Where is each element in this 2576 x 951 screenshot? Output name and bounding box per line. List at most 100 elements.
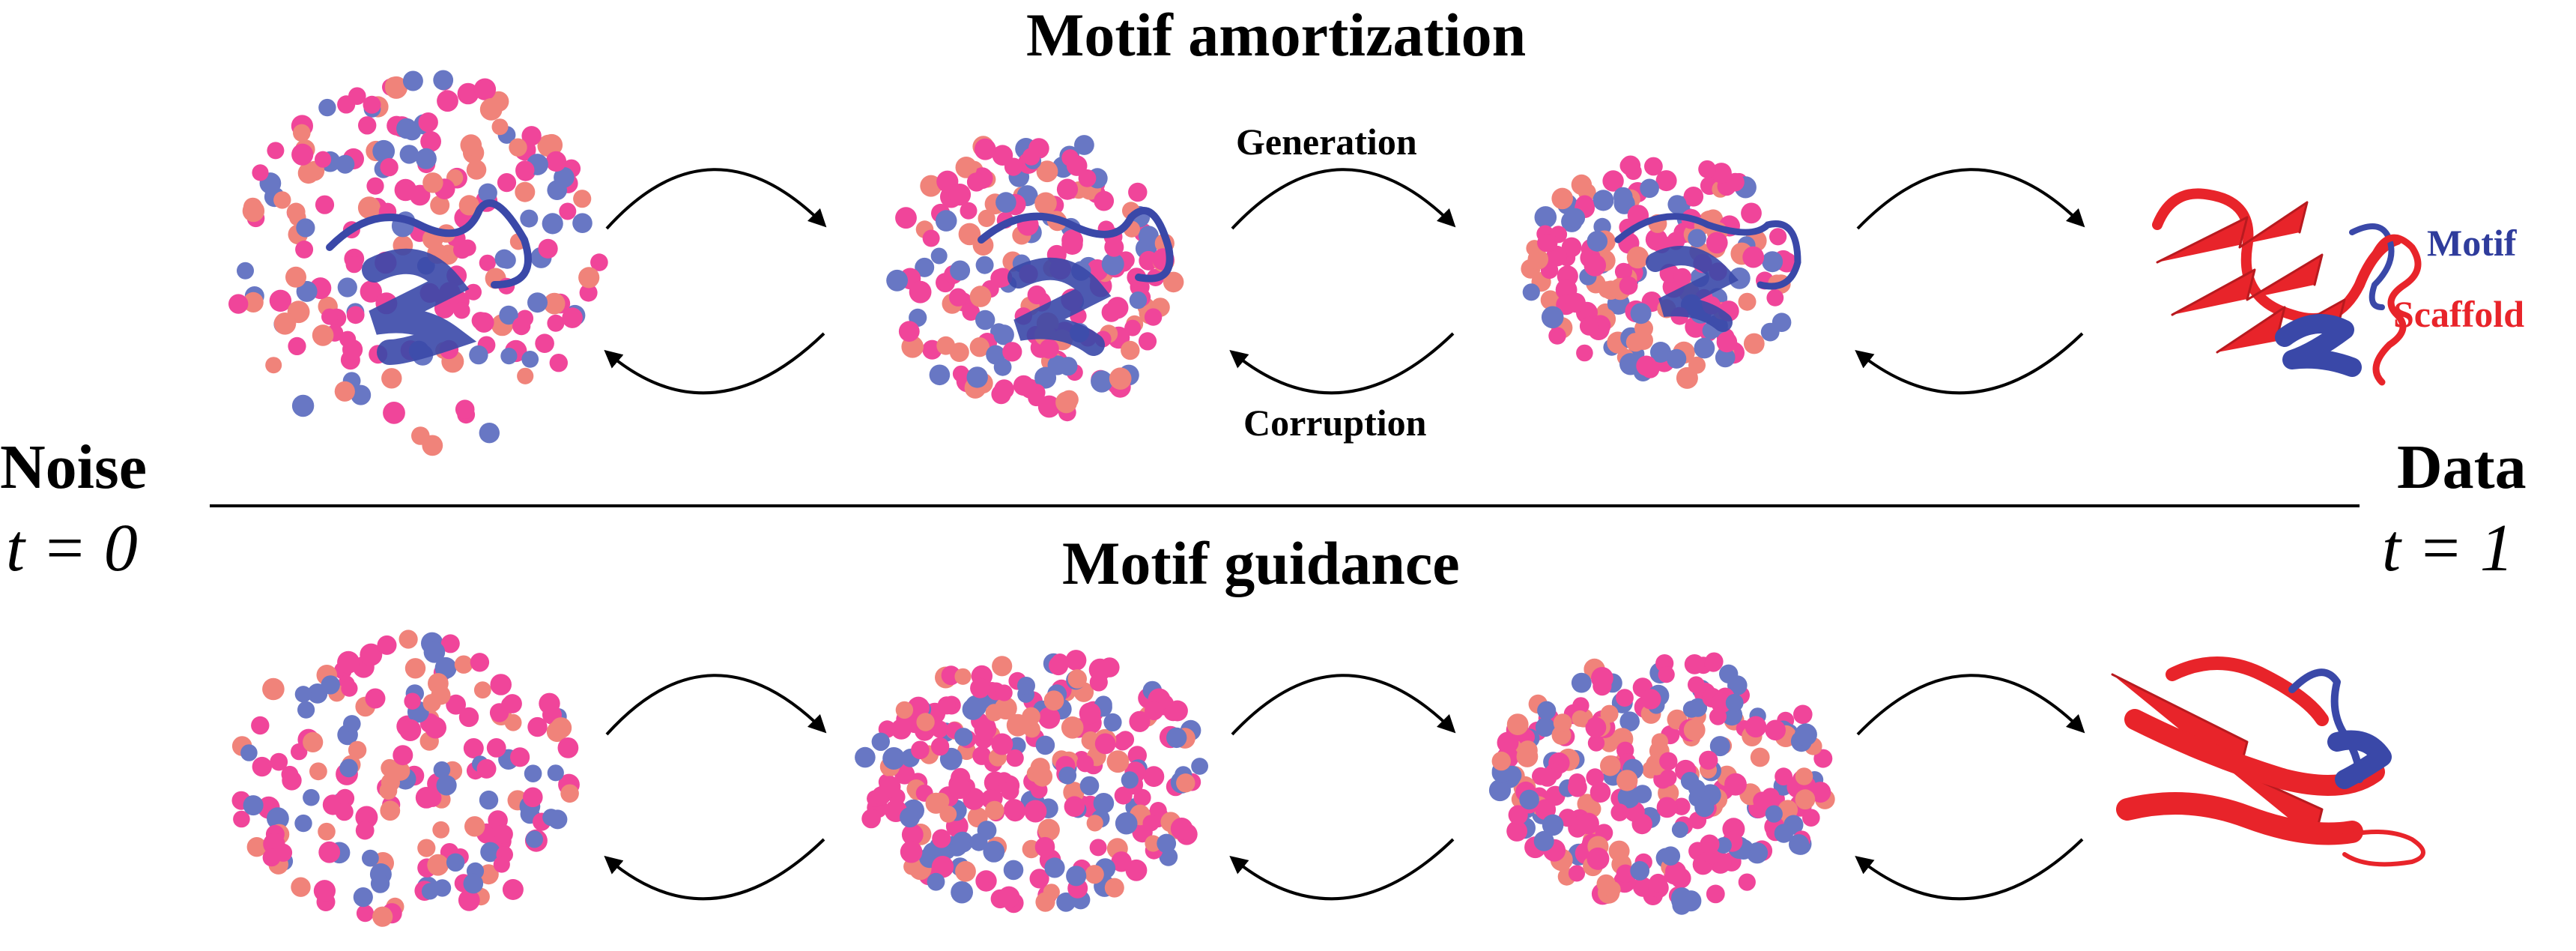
- atom-dot: [954, 728, 973, 746]
- atom-dot: [343, 715, 361, 733]
- top-backward-arrow-3: [1855, 332, 2084, 395]
- atom-dot: [1056, 892, 1076, 912]
- atom-dot: [1715, 347, 1736, 368]
- atom-dot: [233, 810, 250, 828]
- atom-dot: [978, 209, 995, 227]
- atom-dot: [960, 202, 978, 220]
- atom-dot: [379, 782, 398, 800]
- atom-dot: [398, 630, 418, 649]
- atom-dot: [925, 792, 947, 814]
- atom-dot: [1051, 653, 1069, 671]
- atom-dot: [1683, 186, 1704, 207]
- atom-dot: [1024, 800, 1047, 823]
- atom-dot: [1022, 148, 1040, 166]
- atom-dot: [1651, 733, 1669, 750]
- atom-dot: [291, 394, 315, 417]
- atom-dot: [380, 800, 401, 821]
- atom-dot: [425, 716, 446, 739]
- atom-dot: [993, 357, 1012, 376]
- atom-dot: [1667, 348, 1687, 369]
- atom-dot: [950, 260, 971, 281]
- atom-dot: [499, 305, 518, 325]
- legend-scaffold: Scaffold: [2393, 293, 2524, 335]
- atom-dot: [882, 747, 906, 770]
- atom-dot: [399, 145, 419, 164]
- atom-dot: [1497, 731, 1519, 754]
- atom-dot: [1061, 716, 1084, 739]
- atom-dot: [1143, 766, 1165, 788]
- atom-dot: [479, 98, 503, 121]
- atom-dot: [1553, 713, 1572, 732]
- atom-dot: [293, 124, 311, 142]
- atom-dot: [242, 199, 265, 223]
- atom-dot: [509, 138, 527, 157]
- atom-dot: [1775, 767, 1793, 786]
- atom-dot: [415, 787, 437, 809]
- atom-dot: [385, 76, 403, 95]
- atom-dot: [1109, 367, 1132, 390]
- time-end-label: t = 1: [2382, 511, 2514, 585]
- atom-dot: [265, 357, 282, 374]
- atom-dot: [1516, 746, 1539, 767]
- atom-dot: [1065, 650, 1087, 671]
- atom-dot: [1727, 675, 1748, 695]
- atom-dot: [1079, 702, 1101, 725]
- atom-dot: [318, 98, 336, 117]
- atom-dot: [1037, 818, 1060, 842]
- atom-dot: [1094, 733, 1116, 755]
- atom-dot: [436, 775, 457, 796]
- atom-dot: [291, 877, 311, 897]
- atom-dot: [1572, 710, 1589, 727]
- atom-dot: [402, 70, 423, 91]
- bottom-noise-atom-cloud: [231, 630, 580, 927]
- atom-dot: [493, 856, 510, 873]
- atom-dot: [995, 684, 1013, 701]
- atom-dot: [370, 874, 390, 893]
- atom-dot: [1176, 773, 1195, 793]
- atom-dot: [348, 740, 367, 760]
- atom-dot: [1794, 723, 1817, 746]
- atom-dot: [466, 160, 487, 180]
- atom-dot: [1022, 707, 1040, 726]
- atom-dot: [1769, 228, 1787, 246]
- atom-dot: [1793, 704, 1813, 725]
- atom-dot: [360, 643, 383, 666]
- atom-dot: [542, 213, 563, 235]
- atom-dot: [510, 747, 530, 767]
- atom-dot: [1655, 170, 1677, 192]
- atom-dot: [246, 837, 267, 857]
- atom-dot: [294, 814, 312, 833]
- atom-dot: [1006, 749, 1024, 767]
- atom-dot: [1706, 884, 1725, 904]
- atom-dot: [517, 367, 534, 384]
- atom-dot: [1066, 866, 1087, 887]
- atom-dot: [1093, 793, 1115, 814]
- atom-dot: [1813, 749, 1833, 768]
- atom-dot: [423, 641, 446, 663]
- atom-dot: [381, 758, 399, 777]
- atom-dot: [1034, 192, 1057, 215]
- atom-dot: [1508, 805, 1528, 825]
- atom-dot: [975, 256, 994, 274]
- atom-dot: [1124, 319, 1142, 336]
- atom-dot: [1688, 779, 1706, 797]
- atom-dot: [1711, 163, 1732, 184]
- atom-dot: [1034, 836, 1055, 857]
- atom-dot: [955, 860, 976, 882]
- atom-dot: [1111, 851, 1132, 872]
- atom-dot: [1145, 835, 1162, 852]
- atom-dot: [262, 677, 285, 701]
- atom-dot: [1163, 701, 1184, 722]
- atom-dot: [1036, 160, 1058, 183]
- atom-dot: [313, 880, 336, 902]
- atom-dot: [886, 269, 908, 292]
- atom-dot: [1542, 814, 1564, 836]
- atom-dot: [1795, 789, 1816, 810]
- atom-dot: [1700, 834, 1720, 854]
- atom-dot: [336, 154, 355, 174]
- atom-dot: [337, 95, 356, 114]
- atom-dot: [479, 254, 496, 271]
- atom-dot: [538, 238, 558, 259]
- atom-dot: [562, 307, 583, 328]
- atom-dot: [502, 879, 524, 900]
